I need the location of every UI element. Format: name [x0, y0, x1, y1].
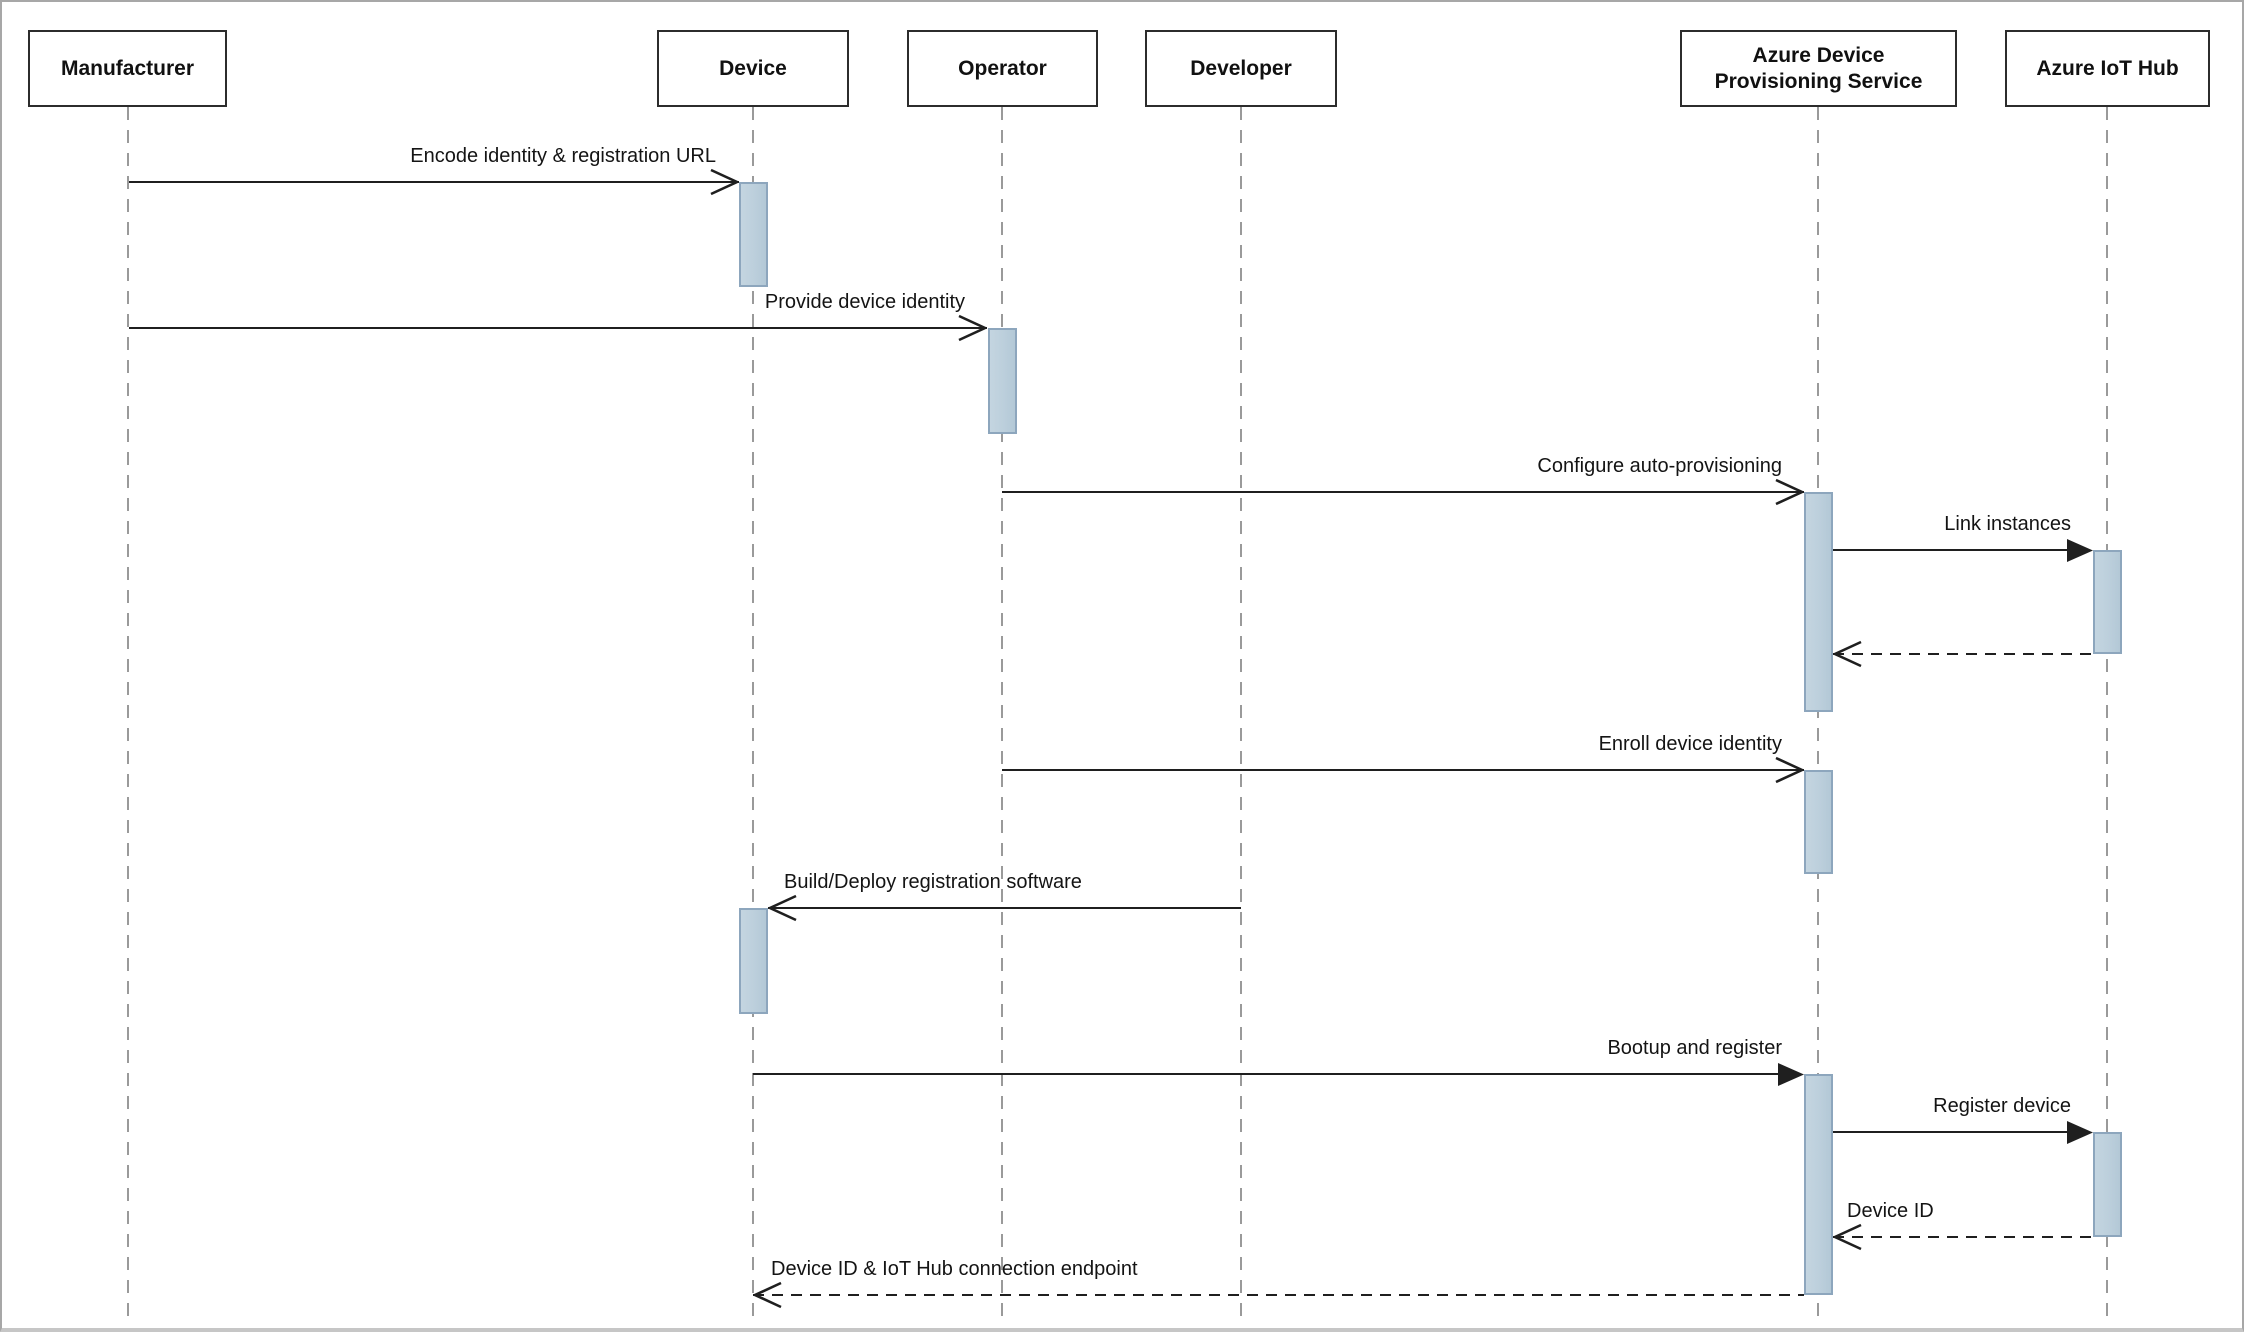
participant-iothub: Azure IoT Hub: [2005, 30, 2210, 107]
participant-label: Device: [719, 56, 787, 80]
message-line: [1002, 491, 1804, 493]
message-line: [1833, 1236, 2093, 1238]
lifeline-developer: [1240, 107, 1242, 1324]
lifeline-iothub: [2106, 107, 2108, 1324]
message-line: [1002, 769, 1804, 771]
arrowhead-open-right-icon: [710, 168, 739, 196]
participant-developer: Developer: [1145, 30, 1337, 107]
activation-dps-2: [1804, 770, 1833, 874]
message-line: [129, 181, 739, 183]
arrowhead-open-left-icon: [753, 1281, 782, 1309]
message-line: [1833, 653, 2093, 655]
participant-label: Azure IoT Hub: [2036, 56, 2179, 80]
message-label: Build/Deploy registration software: [784, 871, 1082, 893]
participant-label: Operator: [958, 56, 1047, 80]
message-label: Configure auto-provisioning: [1537, 455, 1782, 477]
arrowhead-filled-right-icon: [2067, 539, 2093, 562]
participant-label: Azure Device Provisioning Service: [1714, 43, 1923, 93]
participant-dps: Azure Device Provisioning Service: [1680, 30, 1957, 107]
message-label: Device ID: [1847, 1200, 1934, 1222]
message-label: Register device: [1933, 1095, 2071, 1117]
arrowhead-open-left-icon: [1833, 640, 1862, 668]
arrowhead-open-left-icon: [768, 894, 797, 922]
message-line: [753, 1073, 1782, 1075]
message-label: Enroll device identity: [1598, 733, 1782, 755]
arrowhead-open-right-icon: [958, 314, 987, 342]
message-label: Encode identity & registration URL: [410, 145, 716, 167]
activation-operator-1: [988, 328, 1017, 434]
participant-device: Device: [657, 30, 849, 107]
arrowhead-filled-right-icon: [2067, 1121, 2093, 1144]
activation-dps-3: [1804, 1074, 1833, 1295]
activation-device-2: [739, 908, 768, 1014]
message-line: [753, 1294, 1804, 1296]
participant-label: Manufacturer: [60, 56, 195, 80]
lifeline-operator: [1001, 107, 1003, 1324]
arrowhead-open-right-icon: [1775, 756, 1804, 784]
activation-dps-1: [1804, 492, 1833, 712]
participant-operator: Operator: [907, 30, 1098, 107]
participant-label: Developer: [1190, 56, 1292, 80]
message-line: [768, 907, 1241, 909]
arrowhead-filled-right-icon: [1778, 1063, 1804, 1086]
arrowhead-open-left-icon: [1833, 1223, 1862, 1251]
lifeline-manufacturer: [127, 107, 129, 1324]
message-label: Bootup and register: [1607, 1037, 1782, 1059]
message-line: [1833, 549, 2071, 551]
activation-iothub-2: [2093, 1132, 2122, 1237]
activation-device-1: [739, 182, 768, 287]
message-label: Link instances: [1944, 513, 2071, 535]
lifeline-device: [752, 107, 754, 1324]
message-label: Provide device identity: [764, 291, 965, 313]
lifeline-dps: [1817, 107, 1819, 1324]
arrowhead-open-right-icon: [1775, 478, 1804, 506]
message-line: [1833, 1131, 2071, 1133]
activation-iothub-1: [2093, 550, 2122, 654]
participant-manufacturer: Manufacturer: [28, 30, 227, 107]
message-label: Device ID & IoT Hub connection endpoint: [771, 1258, 1138, 1280]
message-line: [129, 327, 987, 329]
